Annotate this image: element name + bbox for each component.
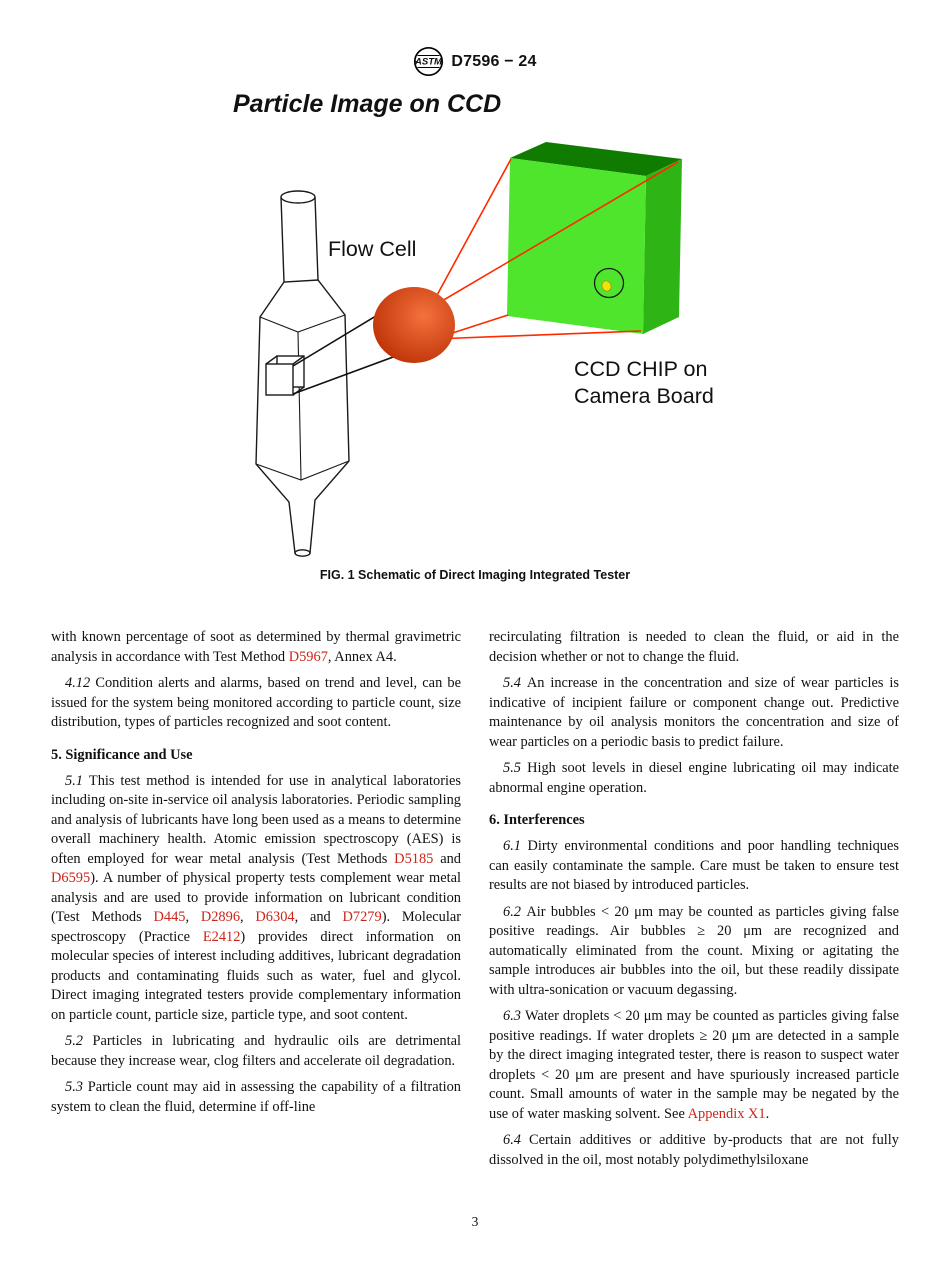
reference-link[interactable]: D6304 (255, 909, 295, 926)
text-run: ). Molecular spectroscopy (Practice (51, 909, 461, 945)
clause-number: 6.1 (503, 838, 528, 855)
reference-link[interactable]: E2412 (202, 928, 241, 945)
clause-number: 5.2 (65, 1033, 93, 1050)
reference-link[interactable]: D2896 (200, 909, 241, 926)
clause-number: 6.2 (503, 903, 527, 920)
text-run: 6. Interferences (489, 812, 585, 829)
clause-number: 5.5 (503, 760, 528, 777)
lens (373, 287, 455, 363)
beam-lines (429, 158, 679, 340)
flow-cell (255, 190, 350, 557)
particle (601, 280, 612, 292)
text-run: . (765, 1105, 770, 1122)
section-heading: 6. Interferences (489, 812, 899, 829)
paragraph: 6.2 Air bubbles < 20 μm may be counted a… (489, 903, 899, 1001)
reference-link[interactable]: Appendix X1 (687, 1105, 766, 1122)
clause-number: 6.3 (503, 1008, 525, 1025)
text-run: Dirty environmental conditions and poor … (489, 838, 899, 894)
text-run: An increase in the concentration and siz… (489, 675, 899, 750)
ccd-chip (507, 142, 682, 334)
paragraph: 5.3 Particle count may aid in assessing … (51, 1078, 461, 1117)
paragraph: 4.12 Condition alerts and alarms, based … (51, 674, 461, 733)
figure-caption: FIG. 1 Schematic of Direct Imaging Integ… (319, 568, 631, 582)
astm-logo: ASTM (414, 46, 444, 77)
clause-number: 5.3 (65, 1079, 88, 1096)
reference-link[interactable]: D5967 (288, 648, 328, 665)
left-column: with known percentage of soot as determi… (51, 628, 461, 1170)
paragraph: 6.4 Certain additives or additive by-pro… (489, 1131, 899, 1170)
clause-number: 4.12 (65, 675, 96, 692)
text-run: 5. Significance and Use (51, 746, 193, 763)
text-run: Air bubbles < 20 μm may be counted as pa… (489, 903, 899, 998)
page-number: 3 (471, 1214, 479, 1229)
astm-logo-text: ASTM (414, 57, 443, 68)
ccd-label-line2: Camera Board (574, 384, 714, 408)
text-run: recirculating filtration is needed to cl… (489, 629, 899, 665)
paragraph: 5.1 This test method is intended for use… (51, 772, 461, 1026)
section-heading: 5. Significance and Use (51, 747, 461, 764)
text-run: Certain additives or additive by-product… (489, 1132, 899, 1168)
paragraph: 5.4 An increase in the concentration and… (489, 674, 899, 752)
flow-cell-label: Flow Cell (328, 237, 416, 261)
clause-number: 5.1 (65, 772, 89, 789)
text-run: Condition alerts and alarms, based on tr… (51, 675, 462, 731)
paragraph: 6.1 Dirty environmental conditions and p… (489, 837, 899, 896)
page-header: ASTM D7596 − 24 (0, 46, 950, 77)
reference-link[interactable]: D7279 (342, 909, 382, 926)
paragraph: with known percentage of soot as determi… (51, 628, 461, 667)
text-run: Particles in lubricating and hydraulic o… (51, 1033, 461, 1069)
paragraph: 6.3 Water droplets < 20 μm may be counte… (489, 1007, 899, 1124)
text-run: , and (294, 909, 343, 926)
right-column: recirculating filtration is needed to cl… (489, 628, 899, 1170)
ccd-label-line1: CCD CHIP on (574, 357, 707, 381)
paragraph: 5.5 High soot levels in diesel engine lu… (489, 759, 899, 798)
text-run: , (185, 909, 201, 926)
particle-circle (593, 267, 625, 299)
reference-link[interactable]: D445 (153, 909, 186, 926)
reference-link[interactable]: D6595 (51, 870, 91, 887)
text-run: , (240, 909, 256, 926)
text-run: Water droplets < 20 μm may be counted as… (489, 1008, 899, 1122)
flow-cell-window (265, 355, 305, 396)
text-run: Particle count may aid in assessing the … (51, 1079, 461, 1115)
text-run: and (433, 850, 461, 867)
clause-number: 6.4 (503, 1132, 529, 1149)
reference-link[interactable]: D5185 (394, 850, 434, 867)
text-run: ) provides direct information on molecul… (51, 928, 461, 1023)
paragraph: 5.2 Particles in lubricating and hydraul… (51, 1032, 461, 1071)
text-run: This test method is intended for use in … (51, 772, 461, 867)
body-columns: with known percentage of soot as determi… (51, 628, 899, 1170)
text-run: ). A number of physical property tests c… (51, 870, 461, 926)
text-run: High soot levels in diesel engine lubric… (489, 760, 899, 796)
figure-schematic: Flow Cell CCD CHIP on Camera Board (255, 142, 714, 557)
paragraph: recirculating filtration is needed to cl… (489, 628, 899, 667)
figure-title: Particle Image on CCD (233, 90, 502, 118)
text-run: with known percentage of soot as determi… (51, 629, 461, 665)
standard-designation: D7596 − 24 (451, 52, 537, 70)
clause-number: 5.4 (503, 675, 527, 692)
text-run: , Annex A4. (327, 648, 397, 665)
